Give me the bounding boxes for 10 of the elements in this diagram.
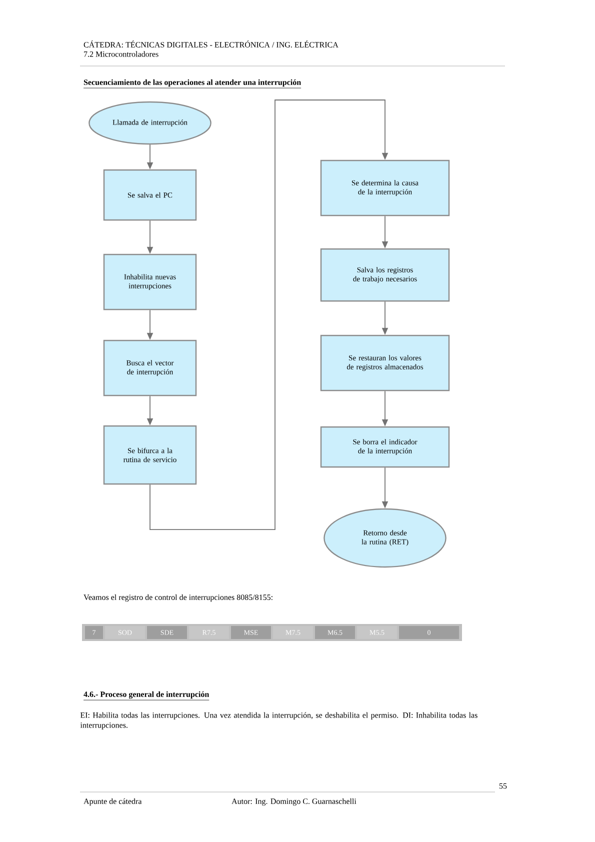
footer-text: Apunte de cátedra xyxy=(84,798,142,806)
page-number: 55 xyxy=(499,783,507,789)
caption-text: Veamos el registro de control de interrupciones 8085/8155: xyxy=(84,594,272,602)
paragraph: EI: Habilita todas las interrupciones. Una vez atendida la interrupción, se deshabilita el permiso. DI: Inhabilita todas las interrupciones. xyxy=(80,712,478,730)
section-heading: 4.6.- Proceso general de interrupción xyxy=(83,691,210,700)
header-text: CÁTEDRA: TÉCNICAS DIGITALES - ELECTRÓNICA / ING. ELÉCTRICA xyxy=(84,40,338,48)
header-text: 7.2 Microcontroladores xyxy=(84,51,158,57)
section-title: Secuenciamiento de las operaciones al atender una interrupción xyxy=(83,79,302,88)
arrow xyxy=(150,100,388,530)
footer-text: Autor: Ing. Domingo C. Guarnaschelli xyxy=(232,798,356,806)
